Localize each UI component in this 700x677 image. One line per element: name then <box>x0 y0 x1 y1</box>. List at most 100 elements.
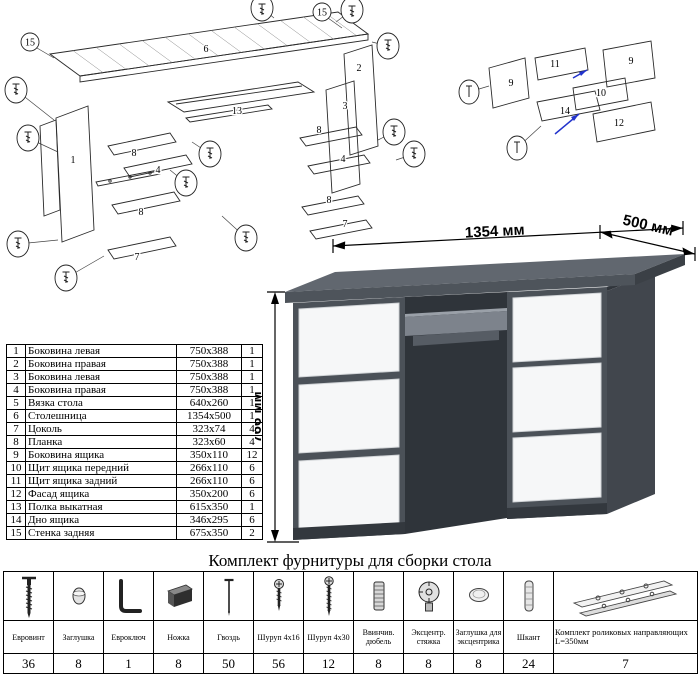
drawer-hardware-callouts <box>458 79 528 161</box>
part-label: 13 <box>232 106 242 117</box>
part-label: 15 <box>317 8 327 19</box>
depth-label: 500 мм <box>621 212 675 240</box>
left-drawer-parts <box>95 132 193 260</box>
hex-key-icon-cell <box>103 571 154 621</box>
foot-icon-cell <box>153 571 204 621</box>
part-num: 11 <box>6 474 26 488</box>
desk-center-gap <box>405 292 507 534</box>
hardware-name: Шкант <box>503 620 554 654</box>
dowel-screw-icon <box>373 581 384 611</box>
part-label: 15 <box>25 38 35 49</box>
part-label: 4 <box>341 154 346 165</box>
hardware-qty: 8 <box>353 653 404 674</box>
hardware-name-row: Евровинт Заглушка Евроключ Ножка Гвоздь … <box>3 620 698 654</box>
part-size: 750x388 <box>176 370 242 384</box>
nail-icon-cell <box>203 571 254 621</box>
part-name: Щит ящика задний <box>25 474 177 488</box>
part-qty: 4 <box>241 422 263 436</box>
part-num: 8 <box>6 435 26 449</box>
part-num: 5 <box>6 396 26 410</box>
width-label: 1354 мм <box>464 221 525 241</box>
part-label: 6 <box>204 44 209 55</box>
wood-dowel-icon <box>524 580 533 612</box>
part-size: 640x260 <box>176 396 242 410</box>
hardware-qty: 1 <box>103 653 154 674</box>
hardware-qty: 50 <box>203 653 254 674</box>
height-label: 766 мм <box>255 391 265 442</box>
part-number-labels: 15 6 15 13 1 8 4 8 7 2 3 8 4 8 7 <box>20 2 363 264</box>
part-name: Фасад ящика <box>25 487 177 501</box>
part-label: 9 <box>629 56 634 67</box>
desk-left-pedestal <box>293 297 405 540</box>
screw-4x30-icon-cell <box>303 571 354 621</box>
hardware-name: Ввинчив. дюбель <box>353 620 404 654</box>
insertion-arrows <box>554 69 588 135</box>
hardware-name: Ножка <box>153 620 204 654</box>
part-size: 1354x500 <box>176 409 242 423</box>
drawer-leader-lines <box>468 85 542 149</box>
part-label: 4 <box>156 165 161 176</box>
hardware-qty: 36 <box>3 653 54 674</box>
hardware-qty: 56 <box>253 653 304 674</box>
part-num: 3 <box>6 370 26 384</box>
wood-dowel-icon-cell <box>503 571 554 621</box>
part-num: 6 <box>6 409 26 423</box>
part-label: 2 <box>357 63 362 74</box>
left-side-panel-part <box>39 105 95 243</box>
hardware-qty: 8 <box>403 653 454 674</box>
height-dimension: 766 мм <box>255 291 299 543</box>
desk-right-pedestal <box>507 268 655 519</box>
part-size: 750x388 <box>176 357 242 371</box>
width-dimension: 1354 мм <box>332 221 684 253</box>
part-num: 7 <box>6 422 26 436</box>
part-size: 323x60 <box>176 435 242 449</box>
part-name: Боковина ящика <box>25 448 177 462</box>
hardware-name: Евроключ <box>103 620 154 654</box>
cam-cover-icon-cell <box>453 571 504 621</box>
part-num: 14 <box>6 513 26 527</box>
part-num: 13 <box>6 500 26 514</box>
cam-lock-icon-cell <box>403 571 454 621</box>
part-name: Планка <box>25 435 177 449</box>
part-size: 350x110 <box>176 448 242 462</box>
part-label: 10 <box>596 88 606 99</box>
part-label: 7 <box>135 252 140 263</box>
part-label: 9 <box>509 78 514 89</box>
part-size: 750x388 <box>176 344 242 358</box>
part-name: Стенка задняя <box>25 526 177 540</box>
hardware-qty: 8 <box>453 653 504 674</box>
hardware-qty: 7 <box>553 653 698 674</box>
part-name: Боковина правая <box>25 357 177 371</box>
hardware-qty: 12 <box>303 653 354 674</box>
hardware-table: Евровинт Заглушка Евроключ Ножка Гвоздь … <box>3 571 698 674</box>
desk-tabletop <box>285 254 685 303</box>
part-label: 8 <box>327 195 332 206</box>
drawer-slide-icon-cell <box>553 571 698 621</box>
tabletop-part <box>48 11 370 83</box>
part-size: 323x74 <box>176 422 242 436</box>
hardware-name: Шуруп 4x16 <box>253 620 304 654</box>
eurobolt-icon-cell <box>3 571 54 621</box>
part-label: 14 <box>560 106 570 117</box>
plug-icon-cell <box>53 571 104 621</box>
drawer-box-parts <box>488 40 656 143</box>
part-qty: 2 <box>241 526 263 540</box>
screw-4x16-icon-cell <box>253 571 304 621</box>
part-num: 2 <box>6 357 26 371</box>
drawer-part-labels: 11 9 9 10 14 12 <box>507 55 635 131</box>
eurobolt-icon <box>21 576 36 618</box>
hardware-name: Эксцентр. стяжка <box>403 620 454 654</box>
desk-dimension-render: 766 мм 1354 мм 500 мм <box>255 212 696 543</box>
part-size: 266x110 <box>176 461 242 475</box>
hardware-kit-title: Комплект фурнитуры для сборки стола <box>208 551 492 570</box>
